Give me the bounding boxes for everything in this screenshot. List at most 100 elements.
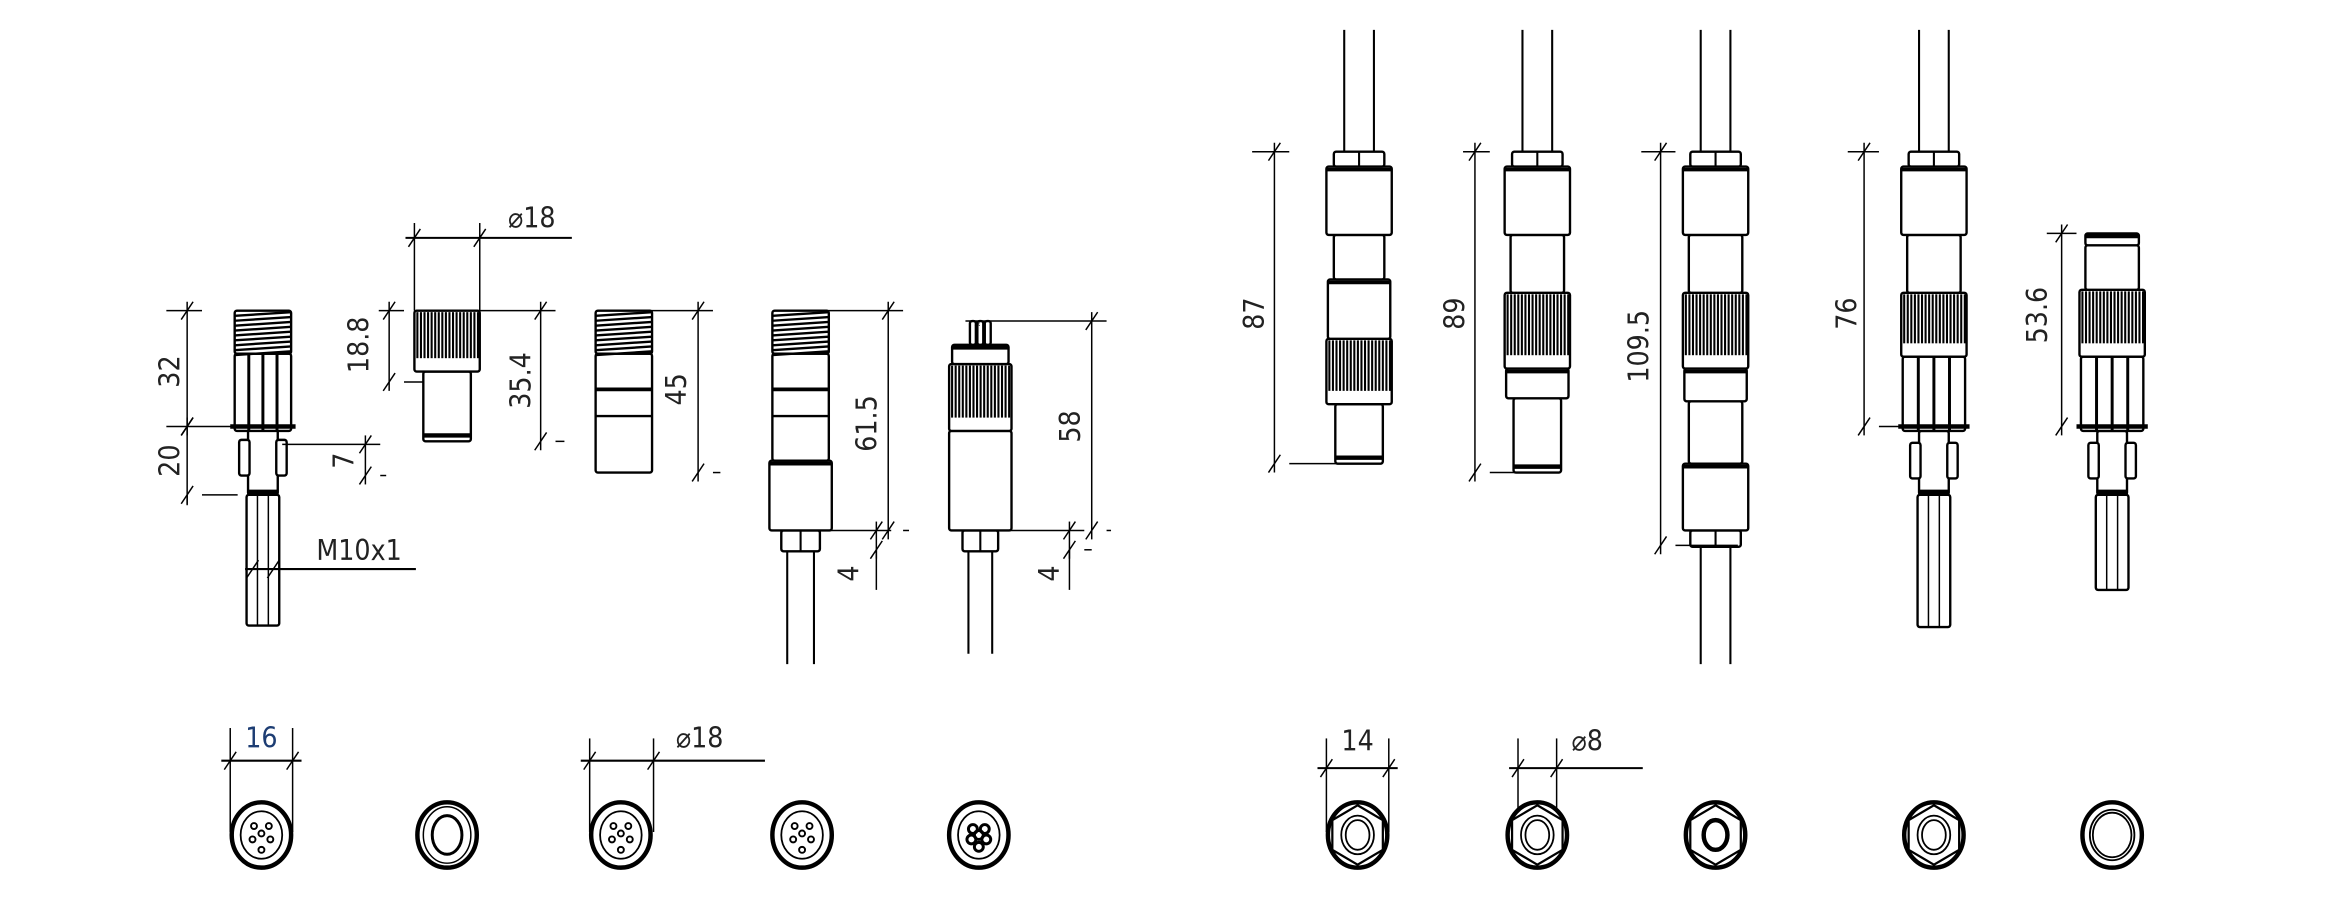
connector-c bbox=[594, 309, 654, 474]
thread-line bbox=[772, 345, 829, 352]
inner-ring bbox=[1916, 814, 1952, 856]
thread-line bbox=[772, 310, 829, 318]
thread-line bbox=[595, 320, 653, 327]
contact-hole bbox=[266, 835, 275, 844]
dim-label-diameter-18: ⌀18 bbox=[508, 201, 556, 234]
dim-tick bbox=[583, 751, 597, 771]
contact-hole bbox=[250, 822, 258, 830]
dim-label-18-8: 18.8 bbox=[342, 317, 375, 374]
end-views bbox=[229, 800, 2145, 870]
inner-ring bbox=[2088, 808, 2136, 862]
dim-tick bbox=[1085, 521, 1099, 540]
dimension-labels: 32 20 7 M10x1 ⌀18 18.8 35.4 45 61.5 4 58… bbox=[154, 201, 2054, 757]
mount-stem bbox=[246, 426, 279, 497]
contact-hole bbox=[789, 835, 798, 844]
inner-ring bbox=[1340, 814, 1375, 856]
snap-clip bbox=[2124, 441, 2138, 480]
contact-hole bbox=[807, 835, 815, 844]
contact-hole bbox=[264, 822, 273, 830]
dim-tick bbox=[534, 301, 548, 320]
connector-body bbox=[1687, 233, 1744, 295]
connector-body bbox=[1687, 400, 1744, 465]
dim-tick bbox=[1267, 142, 1281, 162]
end-view-hex bbox=[1325, 800, 1390, 870]
dim-tick bbox=[382, 301, 396, 320]
contact-pin bbox=[1334, 403, 1385, 465]
thread-line bbox=[595, 310, 653, 318]
connector-d bbox=[768, 309, 833, 665]
inner-ring bbox=[422, 806, 472, 864]
end-view-pinsm bbox=[946, 800, 1011, 870]
outer-ring bbox=[1683, 800, 1748, 870]
mount-stem bbox=[1917, 429, 1950, 497]
dim-tick bbox=[1654, 142, 1668, 162]
thread-line bbox=[772, 330, 829, 337]
dim-tick bbox=[180, 301, 194, 320]
connector-h bbox=[1681, 29, 1750, 665]
connector-body bbox=[1509, 233, 1566, 295]
connector-parts: * bbox=[230, 29, 2148, 665]
dimension-lines bbox=[166, 142, 2139, 833]
end-view-hex bbox=[1901, 800, 1966, 870]
connector-sleeve bbox=[1503, 165, 1572, 237]
dim-label-32: 32 bbox=[154, 355, 187, 387]
dim-label-4-a: 4 bbox=[833, 565, 866, 581]
multicore-cable bbox=[245, 493, 281, 627]
thread-line bbox=[234, 330, 292, 337]
snap-clip bbox=[1946, 441, 1959, 480]
dim-label-76: 76 bbox=[1831, 297, 1864, 329]
thread-line bbox=[595, 345, 653, 352]
multicore-cable bbox=[1916, 493, 1952, 629]
dim-tick bbox=[180, 417, 194, 436]
snap-clip bbox=[237, 438, 251, 477]
dim-tick bbox=[382, 372, 396, 392]
contact-hole bbox=[798, 845, 807, 854]
dim-tick bbox=[1267, 454, 1281, 473]
outer-ring bbox=[2080, 800, 2145, 870]
contact-pin bbox=[983, 319, 992, 347]
snap-clip bbox=[1908, 441, 1922, 480]
bore bbox=[1701, 817, 1730, 853]
thread-line bbox=[234, 315, 292, 322]
hex-outline bbox=[1331, 803, 1384, 866]
connector-sleeve bbox=[1325, 165, 1393, 237]
contact-pin bbox=[972, 840, 985, 853]
contact-pin bbox=[1512, 397, 1563, 474]
connector-body bbox=[1332, 233, 1386, 281]
connector-a bbox=[230, 309, 296, 627]
dim-tick bbox=[358, 435, 372, 454]
dim-label-16: 16 bbox=[245, 721, 277, 754]
contact-hole bbox=[616, 829, 625, 838]
dim-label-14: 14 bbox=[1341, 724, 1373, 757]
dim-tick bbox=[1654, 536, 1668, 555]
thread-line bbox=[772, 315, 829, 322]
dim-tick bbox=[1857, 142, 1871, 162]
connector-f bbox=[1325, 29, 1393, 465]
hex-outline bbox=[1510, 803, 1564, 866]
inner-face bbox=[239, 810, 284, 860]
thread-line bbox=[595, 335, 653, 342]
connector-sleeve bbox=[1681, 165, 1750, 237]
multicore-cable bbox=[2094, 493, 2130, 592]
dim-tick bbox=[869, 521, 883, 540]
bore bbox=[1524, 819, 1551, 851]
connector-body bbox=[947, 429, 1013, 532]
thread-line bbox=[772, 325, 829, 332]
end-view-pins5 bbox=[229, 800, 294, 870]
thread-line bbox=[595, 315, 653, 322]
dim-tick bbox=[1468, 142, 1482, 162]
connector-body bbox=[771, 352, 831, 462]
dim-tick bbox=[223, 751, 237, 771]
dim-label-58: 58 bbox=[1054, 410, 1087, 442]
contact-hole bbox=[798, 829, 807, 838]
dim-tick bbox=[407, 228, 421, 248]
contact-hole bbox=[609, 822, 618, 830]
snap-clip bbox=[2087, 441, 2100, 480]
dim-tick bbox=[2055, 417, 2069, 436]
dim-tick bbox=[286, 751, 300, 771]
dim-label-end-diameter-18: ⌀18 bbox=[676, 721, 724, 754]
end-view-hexb bbox=[1683, 800, 1748, 870]
dim-tick bbox=[358, 466, 372, 485]
thread-line bbox=[234, 350, 292, 357]
